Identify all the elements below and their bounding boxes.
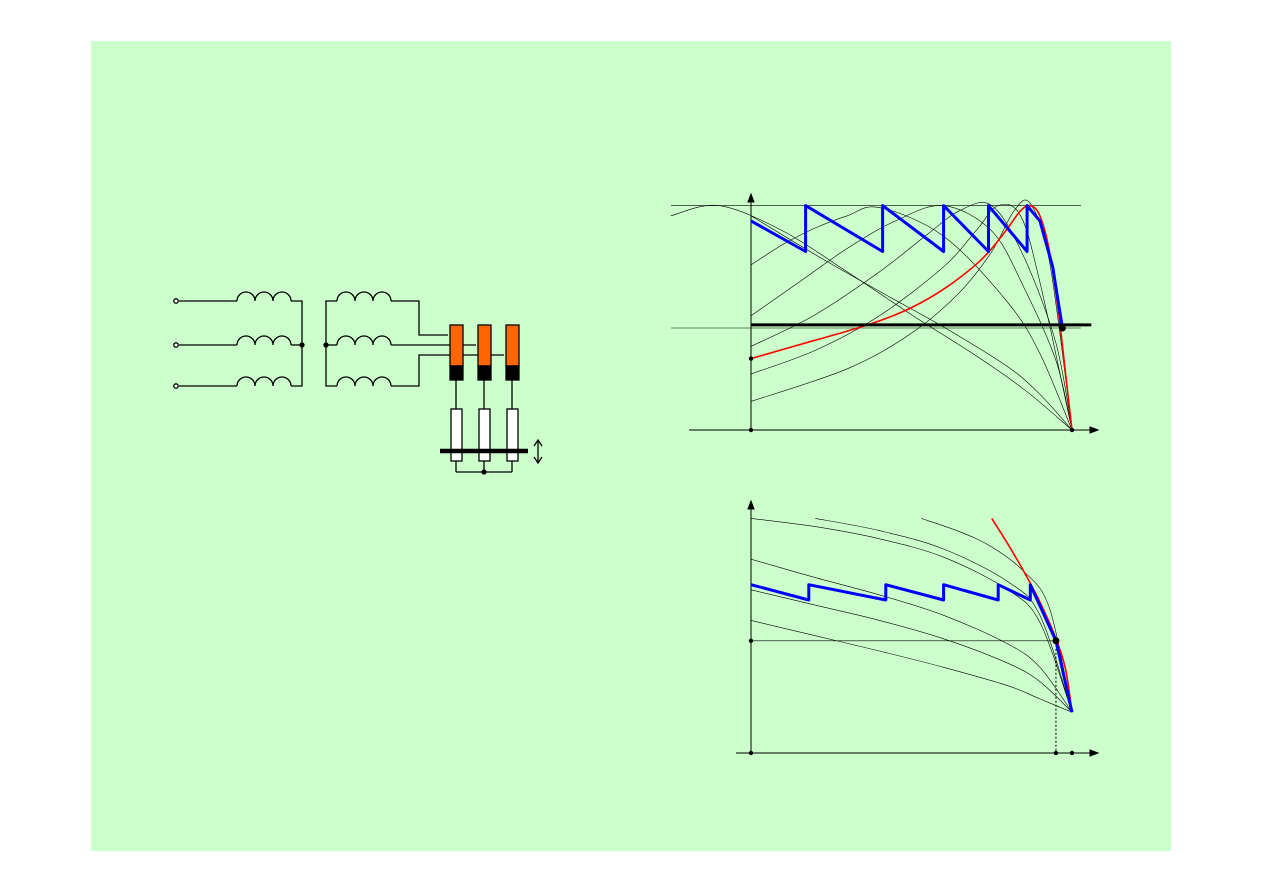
starting-step-curve-2 bbox=[815, 518, 1073, 713]
starting-step-curve-6 bbox=[750, 620, 1073, 713]
rotor-star-point bbox=[323, 342, 329, 348]
marker-4 bbox=[1053, 750, 1059, 756]
marker-2 bbox=[1058, 324, 1066, 332]
slide-artwork bbox=[91, 41, 1171, 851]
terminal-l3 bbox=[173, 383, 179, 389]
chart-current bbox=[736, 499, 1100, 757]
terminal-l2 bbox=[173, 342, 179, 348]
marker-3 bbox=[748, 427, 754, 433]
stator-star-point bbox=[299, 342, 305, 348]
starting-step-curve-7 bbox=[750, 199, 1073, 431]
stator-coil-2-icon bbox=[236, 335, 292, 346]
chart-torque bbox=[670, 192, 1100, 434]
slip-ring-2-icon bbox=[477, 324, 492, 367]
natural-characteristic-7 bbox=[991, 517, 1073, 713]
chart-torque-series bbox=[670, 199, 1092, 431]
starting-step-curve-1 bbox=[670, 204, 1073, 431]
slide-background bbox=[91, 41, 1171, 851]
chart-torque-axes bbox=[689, 192, 1100, 434]
stator-coil-3-icon bbox=[236, 376, 292, 387]
rotor-coil-1-icon bbox=[336, 291, 392, 302]
starting-envelope-9 bbox=[750, 204, 1064, 329]
marker-5 bbox=[1069, 750, 1075, 756]
marker-4 bbox=[1069, 427, 1075, 433]
chart-current-reference-lines bbox=[751, 640, 1057, 753]
chart-torque-markers bbox=[748, 324, 1075, 433]
brush-1 bbox=[449, 365, 464, 381]
marker-1 bbox=[748, 356, 754, 361]
stator-coil-1-icon bbox=[236, 291, 292, 302]
marker-3 bbox=[748, 750, 754, 756]
marker-2 bbox=[1052, 637, 1060, 645]
starting-step-curve-5 bbox=[750, 202, 1073, 431]
rotor-lead-1 bbox=[391, 300, 448, 336]
starting-step-curve-4 bbox=[750, 205, 1073, 431]
wound-rotor-circuit bbox=[173, 291, 543, 475]
chart-torque-reference-lines bbox=[671, 205, 1081, 329]
starting-step-curve-6 bbox=[750, 203, 1073, 431]
chart-current-axes bbox=[736, 499, 1100, 757]
starting-step-curve-3 bbox=[921, 518, 1073, 713]
rotor-coil-2-icon bbox=[336, 335, 392, 346]
terminal-l1 bbox=[173, 298, 179, 304]
chart-current-series bbox=[750, 517, 1074, 713]
starting-step-curve-4 bbox=[750, 558, 1073, 713]
starting-step-curve-5 bbox=[750, 589, 1073, 713]
double-arrow-icon bbox=[533, 438, 543, 465]
brush-3 bbox=[505, 365, 520, 381]
starting-step-curve-2 bbox=[750, 215, 1073, 431]
starting-step-curve-1 bbox=[750, 518, 1073, 713]
starting-envelope-8 bbox=[750, 583, 1074, 713]
brush-2 bbox=[477, 365, 492, 381]
rotor-coil-3-icon bbox=[336, 376, 392, 387]
slide-panel bbox=[91, 41, 1171, 851]
chart-current-markers bbox=[748, 637, 1075, 756]
marker-1 bbox=[748, 638, 754, 643]
resistor-star-point bbox=[481, 469, 487, 475]
slip-ring-1-icon bbox=[449, 324, 464, 367]
slip-ring-3-icon bbox=[505, 324, 520, 367]
